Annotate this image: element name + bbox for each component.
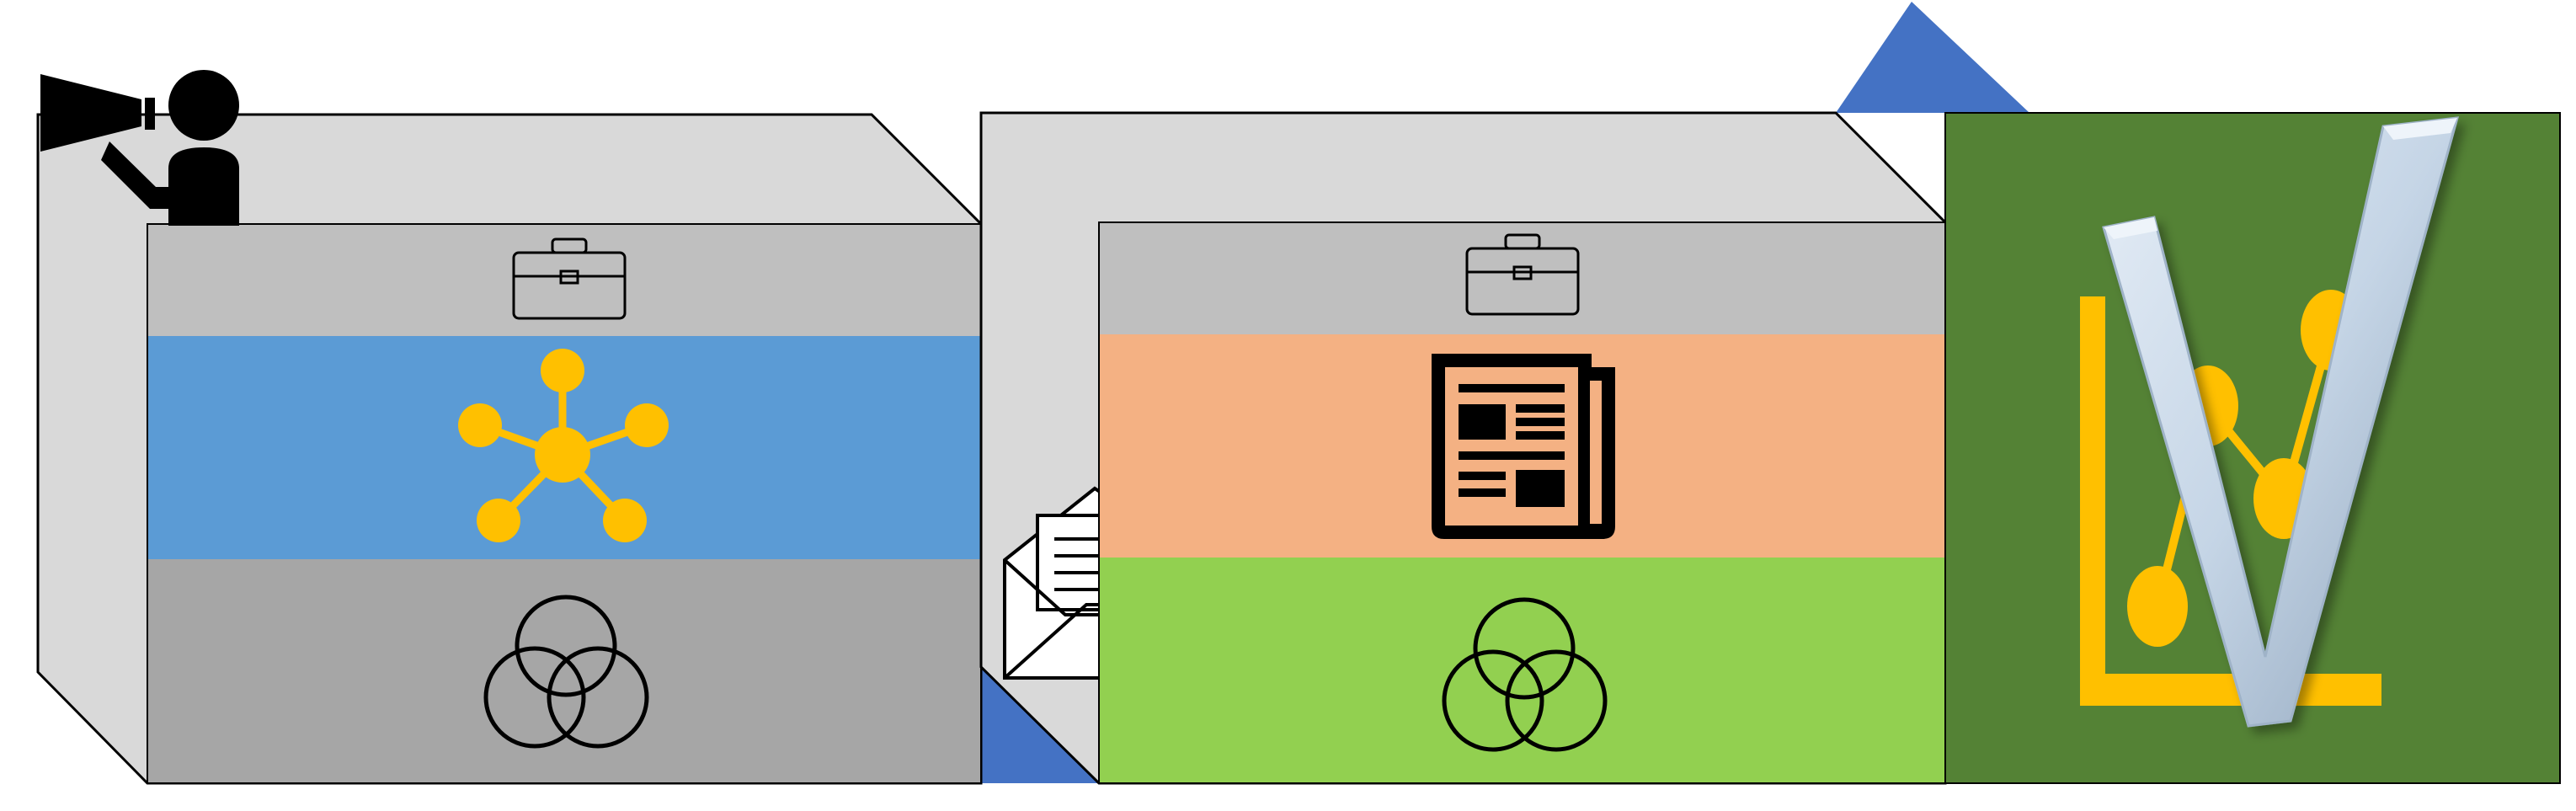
middle-row-venn xyxy=(1099,558,1945,783)
left-block xyxy=(36,113,983,785)
briefcase-icon xyxy=(1465,233,1580,316)
newspaper-icon xyxy=(1432,354,1615,539)
three-circles-venn-icon xyxy=(1442,597,1608,752)
letter-v-logo xyxy=(2102,116,2460,728)
accent-diamond-top xyxy=(1836,2,2029,113)
network-hub-icon xyxy=(458,349,669,542)
three-circles-venn-icon xyxy=(483,595,649,749)
right-panel xyxy=(1944,112,2561,784)
briefcase-icon xyxy=(512,237,627,320)
left-row-venn xyxy=(147,559,981,783)
megaphone-person-icon xyxy=(40,70,239,226)
middle-block xyxy=(979,111,1947,785)
